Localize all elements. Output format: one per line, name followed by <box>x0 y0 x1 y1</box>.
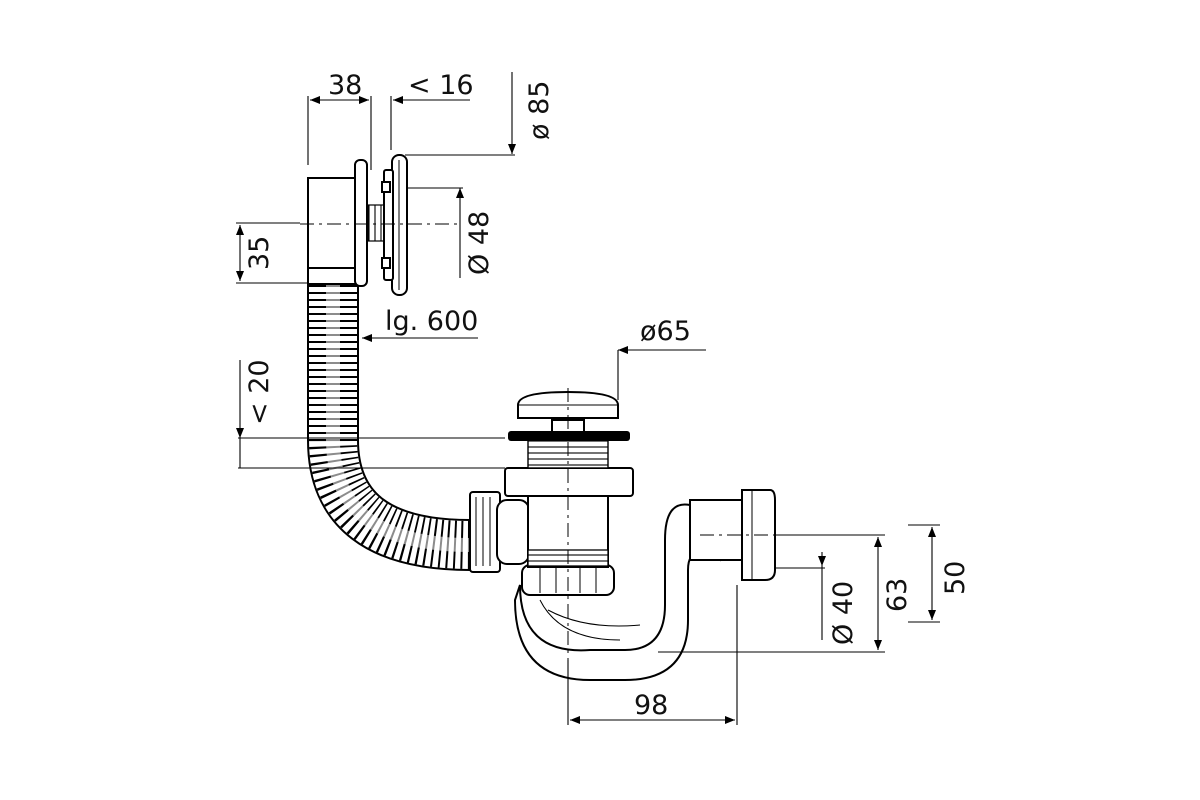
label-outlet-diameter: Ø 40 <box>828 581 859 645</box>
label-plate-thickness: < 16 <box>408 70 474 101</box>
label-tub-thickness: < 20 <box>244 359 275 425</box>
label-drain-cap-diameter: ø65 <box>640 316 691 347</box>
label-hose-length: lg. 600 <box>385 306 478 337</box>
label-overflow-plate-diameter: ø 85 <box>524 81 555 140</box>
drain-trap-assembly <box>469 390 776 681</box>
label-overflow-inner-diameter: Ø 48 <box>464 211 495 275</box>
label-overflow-width: 38 <box>328 70 362 101</box>
label-outlet-height-50: 50 <box>940 561 971 595</box>
dimension-lines <box>236 72 940 725</box>
label-outlet-height-63: 63 <box>882 578 913 612</box>
flexible-hose <box>307 285 471 571</box>
label-horizontal-offset: 98 <box>634 690 668 721</box>
label-overflow-height: 35 <box>244 236 275 270</box>
overflow-assembly <box>307 154 408 296</box>
dimension-labels: 38 < 16 ø 85 Ø 48 35 lg. 600 ø65 < 20 Ø … <box>244 70 971 721</box>
